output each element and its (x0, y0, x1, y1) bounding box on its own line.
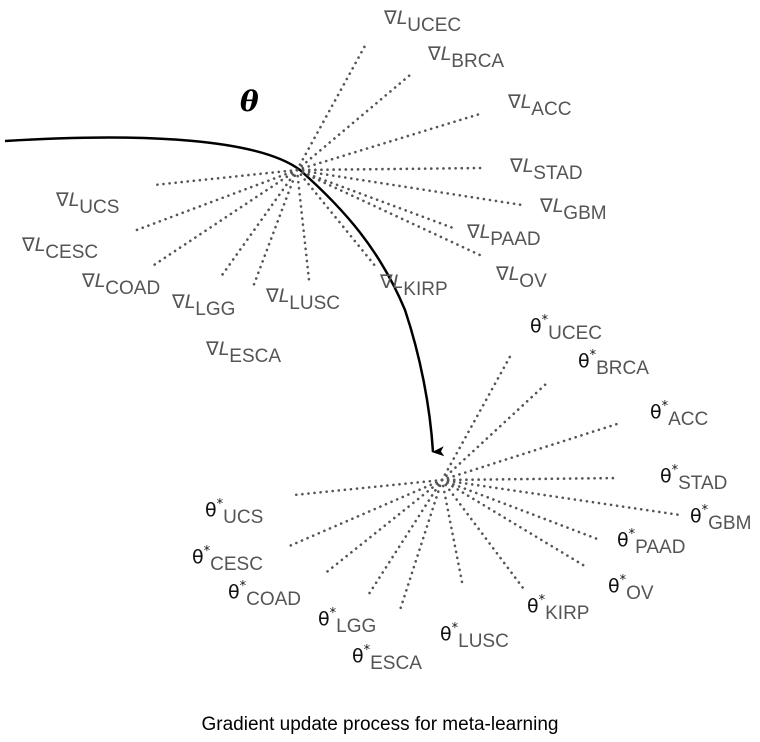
gradient-label-ucs: ∇LUCS (55, 189, 119, 218)
updated-ray-ucs (292, 478, 444, 497)
gradient-label-ucec: ∇LUCEC (383, 7, 461, 36)
updated-label-gbm: θ*GBM (690, 503, 751, 534)
theta-label: θ (240, 85, 259, 118)
gradient-ray-ov (295, 168, 484, 258)
gradient-label-stad: ∇LSTAD (509, 155, 583, 184)
updated-label-ucec: θ*UCEC (530, 313, 602, 344)
optimization-trajectory (4, 136, 445, 457)
gradient-label-coad: ∇LCOAD (81, 270, 160, 299)
updated-ray-acc (440, 422, 619, 482)
gradient-label-acc: ∇LACC (507, 91, 571, 120)
gradient-label-lgg: ∇LLGG (171, 291, 235, 320)
gradient-labels: ∇LUCEC ∇LBRCA∇LACC ∇LSTAD ∇LGBM∇LPAAD ∇LOV ∇L… (21, 7, 607, 367)
gradient-label-kirp: ∇LKIRP (379, 271, 448, 300)
updated-ray-brca (440, 381, 549, 482)
updated-ray-lusc (440, 478, 464, 584)
updated-label-cesc: θ*CESC (192, 544, 263, 575)
updated-label-kirp: θ*KIRP (527, 593, 589, 624)
updated-label-acc: θ*ACC (650, 399, 708, 430)
gradient-label-gbm: ∇LGBM (539, 195, 607, 224)
updated-label-ucs: θ*UCS (205, 497, 263, 528)
updated-label-stad: θ*STAD (660, 463, 727, 494)
gradient-label-paad: ∇LPAAD (466, 221, 541, 250)
updated-ray-esca (398, 478, 444, 612)
gradient-ray-stad (295, 166, 485, 172)
gradient-label-esca: ∇LESCA (205, 338, 281, 367)
updated-ray-stad (440, 476, 620, 482)
gradient-ray-lusc (295, 168, 311, 282)
gradient-ray-ucs (152, 168, 299, 187)
updated-label-coad: θ*COAD (228, 579, 301, 610)
gradient-ray-acc (295, 111, 485, 172)
updated-ray-kirp (440, 478, 528, 594)
updated-ray-gbm (440, 478, 682, 517)
updated-ray-coad (321, 478, 444, 577)
gradient-ray-lgg (218, 168, 299, 280)
diagram-caption: Gradient update process for meta-learnin… (202, 714, 559, 735)
gradient-ray-gbm (295, 168, 524, 207)
gradient-ray-cesc (132, 168, 299, 233)
updated-label-esca: θ*ESCA (352, 643, 422, 674)
gradient-label-cesc: ∇LCESC (21, 234, 98, 263)
gradient-ray-brca (295, 73, 412, 172)
updated-label-paad: θ*PAAD (617, 527, 685, 558)
gradient-ray-esca (251, 168, 299, 289)
updated-label-brca: θ*BRCA (578, 348, 649, 379)
gradient-label-brca: ∇LBRCA (427, 43, 504, 72)
updated-parameter-burst (285, 351, 682, 612)
gradient-burst (132, 42, 524, 289)
gradient-ray-ucec (295, 42, 368, 172)
updated-ray-cesc (285, 478, 444, 549)
updated-ray-ucec (440, 351, 514, 482)
gradient-label-ov: ∇LOV (495, 263, 547, 292)
updated-label-ov: θ*OV (608, 573, 654, 604)
updated-ray-ov (440, 478, 590, 570)
gradient-label-lusc: ∇LLUSC (265, 285, 340, 314)
updated-label-lgg: θ*LGG (318, 606, 376, 637)
gradient-ray-coad (152, 168, 299, 267)
gradient-ray-kirp (295, 168, 378, 269)
updated-ray-paad (440, 478, 602, 542)
updated-ray-lgg (365, 478, 444, 599)
updated-label-lusc: θ*LUSC (440, 621, 509, 652)
